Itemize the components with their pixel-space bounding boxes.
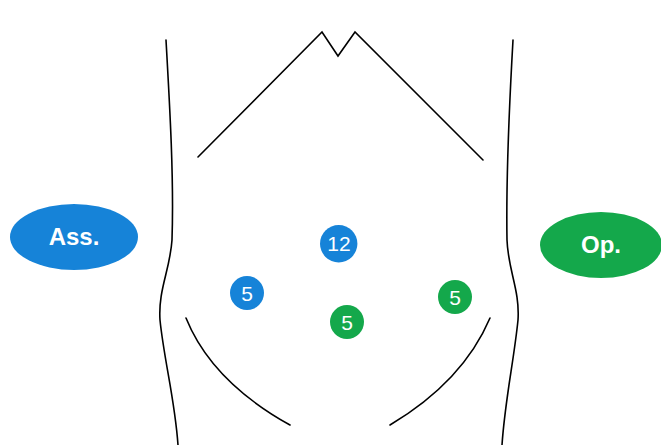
pelvis-right-line [390, 318, 490, 425]
assistant-position-fill [10, 204, 138, 270]
port-circle-fill [330, 305, 364, 339]
torso-left-side [160, 40, 178, 445]
port-circle-fill [230, 276, 264, 310]
port-size: 5 [241, 283, 253, 304]
port-circle: 5 [330, 305, 364, 339]
assistant-position: Ass. [10, 204, 138, 270]
port-circle-fill [320, 225, 357, 262]
role-label: Ass. [49, 225, 100, 249]
port-circle: 12 [320, 225, 357, 262]
rib-cage-line [198, 32, 483, 160]
role-label: Op. [581, 233, 621, 257]
operator-position-fill [540, 212, 661, 278]
torso-right-side [502, 40, 518, 445]
port-circle: 5 [230, 276, 264, 310]
port-size: 5 [341, 312, 353, 333]
operator-position: Op. [540, 212, 661, 278]
pelvis-left-line [186, 318, 290, 425]
port-circle-fill [438, 280, 472, 314]
port-circle: 5 [438, 280, 472, 314]
port-size: 5 [449, 287, 461, 308]
port-size: 12 [327, 233, 350, 254]
